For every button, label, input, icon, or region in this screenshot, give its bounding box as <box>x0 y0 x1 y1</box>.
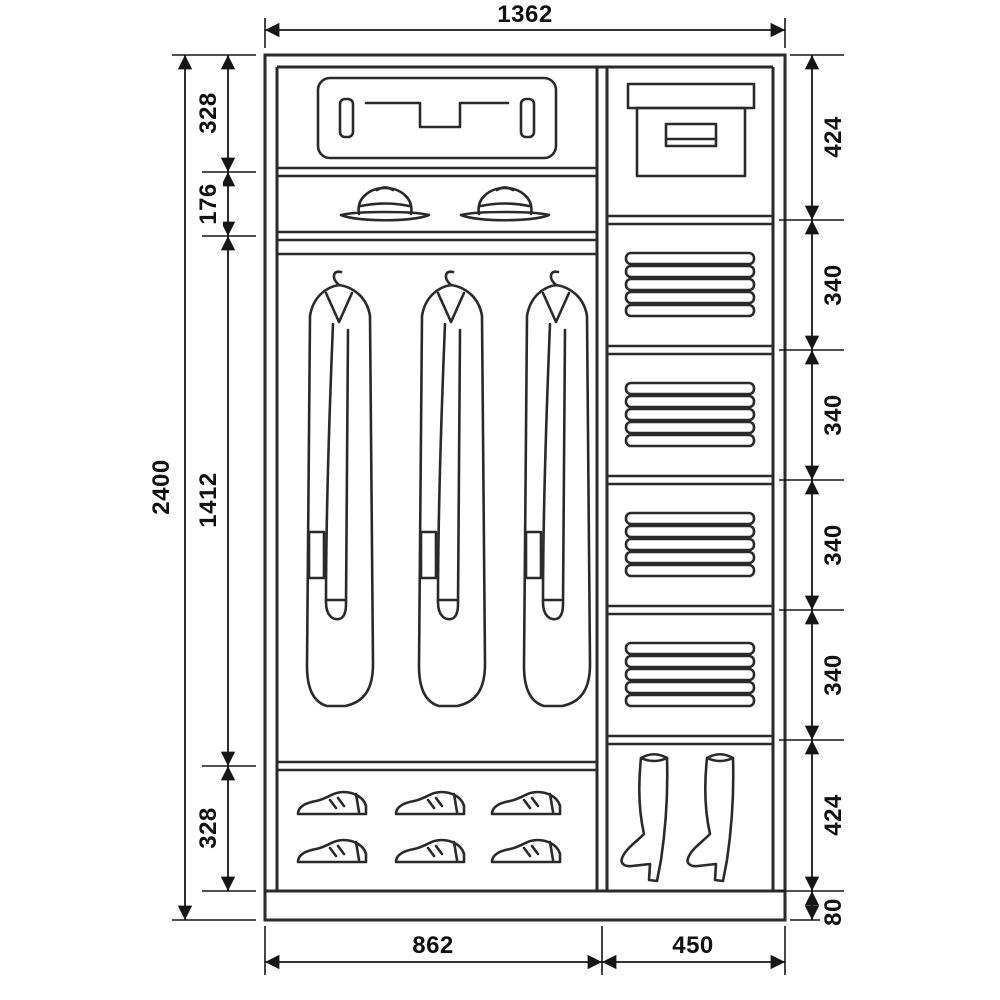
coat-icon <box>305 270 375 708</box>
dim-left-1: 176 <box>195 181 223 227</box>
shoe-icon <box>394 790 466 816</box>
shoe-icon <box>394 838 466 864</box>
dim-right-2: 340 <box>820 392 848 438</box>
dim-right-6: 80 <box>820 896 848 928</box>
suitcase-icon <box>316 76 558 160</box>
dim-top-width: 1362 <box>495 1 555 29</box>
folded-linen-icon <box>624 251 756 318</box>
left-shelves <box>277 166 597 772</box>
hat-icons <box>339 186 551 222</box>
dim-right-4: 340 <box>820 652 848 698</box>
dim-bottom-0: 862 <box>410 932 456 960</box>
right-shelves <box>607 214 773 746</box>
dim-right-0: 424 <box>820 114 848 160</box>
boot-icon <box>686 752 735 883</box>
hat-icon <box>339 186 431 222</box>
coat-icon <box>417 270 487 708</box>
coat-icons <box>305 270 592 708</box>
dim-left-3: 328 <box>195 805 223 851</box>
folded-linen-icon <box>624 511 756 578</box>
folded-linen-icon <box>624 381 756 448</box>
hat-icon <box>459 186 551 222</box>
coat-icon <box>522 270 592 708</box>
dim-right-3: 340 <box>820 522 848 568</box>
dim-left-2: 1412 <box>195 470 223 530</box>
folded-linen-icon <box>624 641 756 708</box>
dimension-lines <box>172 18 844 975</box>
dim-bottom-1: 450 <box>670 932 716 960</box>
storage-box-icon <box>626 82 756 178</box>
dim-left-0: 328 <box>195 90 223 136</box>
boot-icon <box>620 752 669 883</box>
shoe-icon <box>296 790 368 816</box>
boot-icons <box>620 752 735 883</box>
shoe-icon <box>490 790 562 816</box>
folded-linen-icons <box>624 251 756 708</box>
dim-total-height: 2400 <box>148 457 176 517</box>
dim-right-1: 340 <box>820 262 848 308</box>
cabinet-frame <box>263 53 787 922</box>
shoe-icon <box>296 838 368 864</box>
dim-right-5: 424 <box>820 792 848 838</box>
shoe-icons <box>296 790 562 864</box>
shoe-icon <box>490 838 562 864</box>
